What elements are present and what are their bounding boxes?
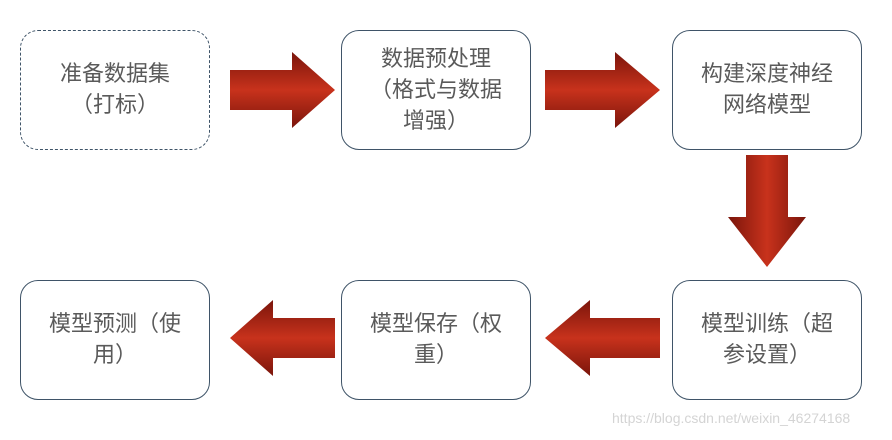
arrow-down-icon xyxy=(728,155,806,267)
step-save: 模型保存（权重） xyxy=(341,280,531,400)
step-preprocess: 数据预处理（格式与数据增强） xyxy=(341,30,531,150)
step-label: 模型训练（超参设置） xyxy=(700,312,833,368)
step-label: 构建深度神经网络模型 xyxy=(700,62,833,118)
arrow-left-icon xyxy=(545,300,660,376)
step-label: 模型保存（权重） xyxy=(369,312,502,368)
arrow-right-icon xyxy=(545,52,660,128)
step-label: 数据预处理（格式与数据增强） xyxy=(369,46,502,134)
watermark: https://blog.csdn.net/weixin_46274168 xyxy=(612,410,851,426)
arrow-right-icon xyxy=(230,52,335,128)
step-label: 模型预测（使用） xyxy=(48,312,181,368)
step-train: 模型训练（超参设置） xyxy=(672,280,862,400)
step-build-model: 构建深度神经网络模型 xyxy=(672,30,862,150)
step-prepare-dataset: 准备数据集（打标） xyxy=(20,30,210,150)
step-predict: 模型预测（使用） xyxy=(20,280,210,400)
step-label: 准备数据集（打标） xyxy=(59,62,170,118)
arrow-left-icon xyxy=(230,300,335,376)
